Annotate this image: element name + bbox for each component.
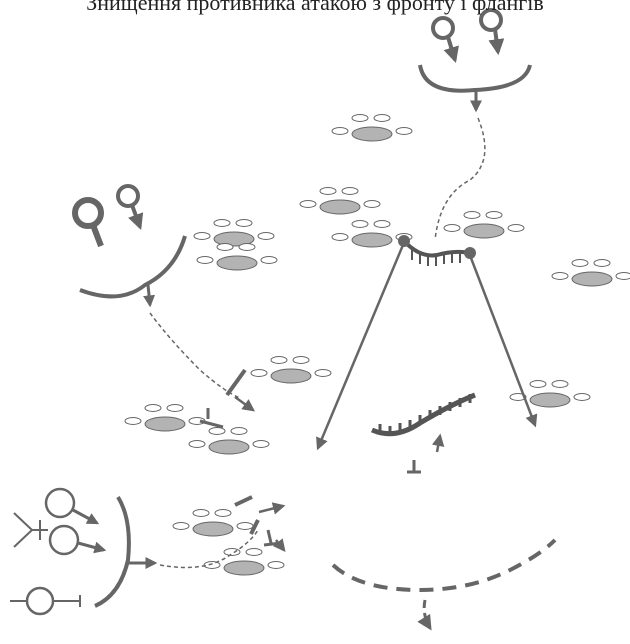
gray-ellipse-cluster-icon	[331, 114, 413, 142]
short-arrow	[234, 395, 256, 412]
female-symbol-icon	[431, 16, 459, 64]
dashed-path	[159, 529, 259, 569]
dashed-path	[434, 117, 486, 241]
membrane-curve	[94, 495, 131, 608]
right-long-arrow	[469, 257, 538, 428]
gray-ellipse-cluster-icon	[124, 404, 206, 432]
female-symbol-icon	[116, 184, 144, 231]
short-bar	[225, 368, 247, 397]
central-rna	[316, 235, 538, 451]
bottom-left-signals	[10, 487, 286, 616]
gray-ellipse-cluster-icon	[188, 427, 270, 455]
diagram-title: Знищення противника атакою з фронту і фл…	[86, 0, 544, 15]
membrane-curve	[418, 64, 532, 93]
gray-ellipse-cluster-icon	[299, 187, 381, 215]
gray-ellipse-cluster-icon	[203, 548, 285, 576]
dashed-path	[149, 312, 241, 399]
female-symbol-icon	[479, 8, 505, 56]
bottom-right-dashed	[331, 538, 557, 631]
cell-clusters	[124, 114, 630, 576]
short-arrow	[258, 502, 286, 515]
gray-ellipse-cluster-icon	[250, 356, 332, 384]
gray-ellipse-cluster-icon	[509, 380, 591, 408]
female-symbol-icon	[72, 197, 104, 248]
signal-left-mid	[72, 184, 256, 429]
right-rna	[371, 392, 476, 474]
short-bar	[234, 495, 253, 507]
gray-ellipse-cluster-icon	[196, 243, 278, 271]
gray-ellipse-cluster-icon	[193, 219, 275, 247]
up-arrow	[432, 433, 445, 453]
left-long-arrow	[316, 244, 405, 451]
down-arrow	[143, 284, 156, 308]
gray-ellipse-cluster-icon	[172, 509, 254, 537]
receptor-circle	[44, 487, 100, 525]
gray-ellipse-cluster-icon	[443, 211, 525, 239]
gray-ellipse-cluster-icon	[551, 259, 630, 287]
y-receptor-icon	[13, 512, 48, 548]
receptor-circle	[10, 586, 81, 616]
signal-top-right	[418, 8, 532, 241]
membrane-curve	[79, 235, 187, 299]
receptor-circle	[48, 524, 107, 556]
